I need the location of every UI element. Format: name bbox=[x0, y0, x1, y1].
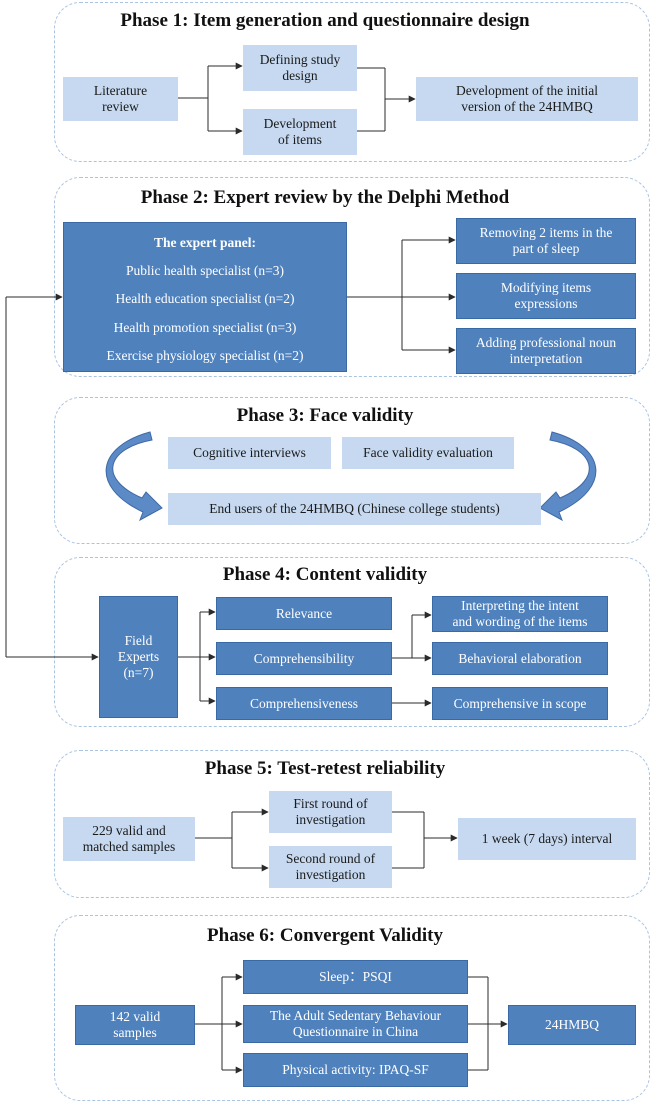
outcome-removing-items: Removing 2 items in the part of sleep bbox=[456, 218, 636, 264]
phase-3-title: Phase 3: Face validity bbox=[236, 405, 414, 426]
physical-activity-box: Physical activity: IPAQ-SF bbox=[243, 1053, 468, 1087]
phase-2-title: Phase 2: Expert review by the Delphi Met… bbox=[140, 187, 510, 208]
comprehensiveness-box: Comprehensiveness bbox=[216, 687, 392, 720]
outcome-adding-interpretation: Adding professional noun interpretation bbox=[456, 328, 636, 374]
expert-panel-box: The expert panel: Public health speciali… bbox=[63, 222, 347, 372]
relevance-box: Relevance bbox=[216, 597, 392, 630]
behavioral-elaboration-box: Behavioral elaboration bbox=[432, 642, 608, 675]
comprehensive-in-scope-box: Comprehensive in scope bbox=[432, 687, 608, 720]
sedentary-questionnaire-box: The Adult Sedentary Behaviour Questionna… bbox=[243, 1005, 468, 1043]
expert-item: Public health specialist (n=3) bbox=[126, 263, 284, 278]
field-experts-box: Field Experts (n=7) bbox=[99, 596, 178, 718]
phase-5-title: Phase 5: Test-retest reliability bbox=[204, 758, 446, 779]
sleep-psqi-box: Sleep：PSQI bbox=[243, 960, 468, 994]
curved-arrow-right bbox=[539, 431, 597, 522]
phase-6-title: Phase 6: Convergent Validity bbox=[207, 925, 443, 946]
interpreting-intent-box: Interpreting the intent and wording of t… bbox=[432, 596, 608, 632]
second-round-box: Second round of investigation bbox=[269, 846, 392, 888]
face-validity-evaluation-box: Face validity evaluation bbox=[342, 437, 514, 469]
samples-229-box: 229 valid and matched samples bbox=[63, 817, 195, 861]
samples-142-box: 142 valid samples bbox=[75, 1005, 195, 1045]
expert-item: Health education specialist (n=2) bbox=[115, 291, 295, 306]
first-round-box: First round of investigation bbox=[269, 791, 392, 833]
phase-1-title: Phase 1: Item generation and questionnai… bbox=[120, 10, 530, 31]
phase-4-title: Phase 4: Content validity bbox=[222, 564, 428, 585]
defining-study-design-box: Defining study design bbox=[243, 45, 357, 91]
comprehensibility-box: Comprehensibility bbox=[216, 642, 392, 675]
result-24hmbq-box: 24HMBQ bbox=[508, 1005, 636, 1045]
expert-panel-heading: The expert panel: bbox=[154, 235, 256, 250]
end-users-box: End users of the 24HMBQ (Chinese college… bbox=[168, 493, 541, 525]
curved-arrow-left bbox=[105, 431, 163, 522]
interval-box: 1 week (7 days) interval bbox=[458, 818, 636, 860]
literature-review-box: Literature review bbox=[63, 77, 178, 121]
outcome-modifying-expressions: Modifying items expressions bbox=[456, 273, 636, 319]
cognitive-interviews-box: Cognitive interviews bbox=[168, 437, 331, 469]
expert-item: Health promotion specialist (n=3) bbox=[113, 320, 297, 335]
expert-item: Exercise physiology specialist (n=2) bbox=[106, 348, 304, 363]
development-of-items-box: Development of items bbox=[243, 109, 357, 155]
initial-version-box: Development of the initial version of th… bbox=[416, 77, 638, 121]
